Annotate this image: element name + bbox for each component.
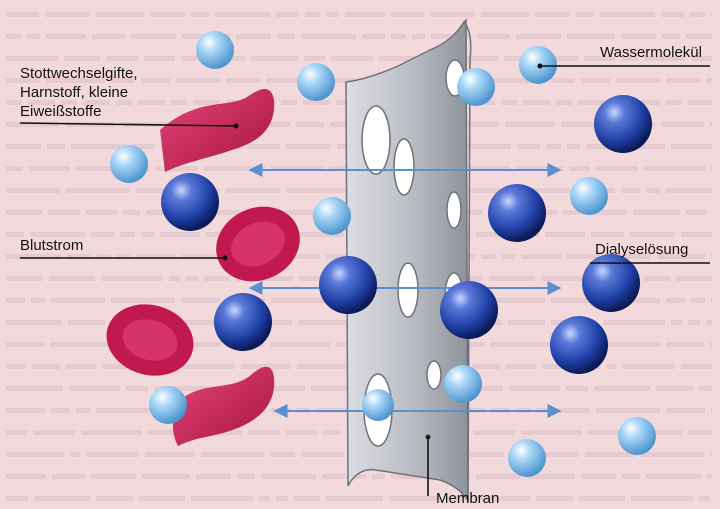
blood-cell-1 [204, 193, 312, 295]
toxin-molecule [319, 256, 377, 314]
toxin-molecule [161, 173, 219, 231]
label-toxins-line1: Stottwechselgifte, [20, 65, 138, 82]
label-membrane: Membran [436, 490, 499, 507]
protein-ribbon-top [160, 89, 274, 172]
water-molecule [149, 386, 187, 424]
toxin-molecule [214, 293, 272, 351]
water-molecule [297, 63, 335, 101]
label-toxins-line3: Eiweißstoffe [20, 103, 101, 120]
toxin-molecule [440, 281, 498, 339]
label-water: Wassermolekül [600, 44, 702, 61]
membrane [346, 20, 471, 500]
blood-cell-2 [98, 295, 201, 385]
leader-dot-water [538, 64, 543, 69]
water-molecule [110, 145, 148, 183]
protein-ribbon-bottom [173, 367, 274, 446]
toxin-molecule [550, 316, 608, 374]
toxin-molecule [594, 95, 652, 153]
label-toxins-line2: Harnstoff, kleine [20, 84, 128, 101]
water-molecule [313, 197, 351, 235]
water-molecule [362, 389, 394, 421]
leader-dot-toxins [234, 124, 239, 129]
water-molecule [457, 68, 495, 106]
label-blood: Blutstrom [20, 237, 83, 254]
label-dialysate: Dialyselösung [595, 241, 688, 258]
toxin-molecule [488, 184, 546, 242]
water-molecule [444, 365, 482, 403]
water-molecule [570, 177, 608, 215]
water-molecule [618, 417, 656, 455]
water-molecule [508, 439, 546, 477]
water-molecule [196, 31, 234, 69]
leader-dot-blood [223, 256, 228, 261]
